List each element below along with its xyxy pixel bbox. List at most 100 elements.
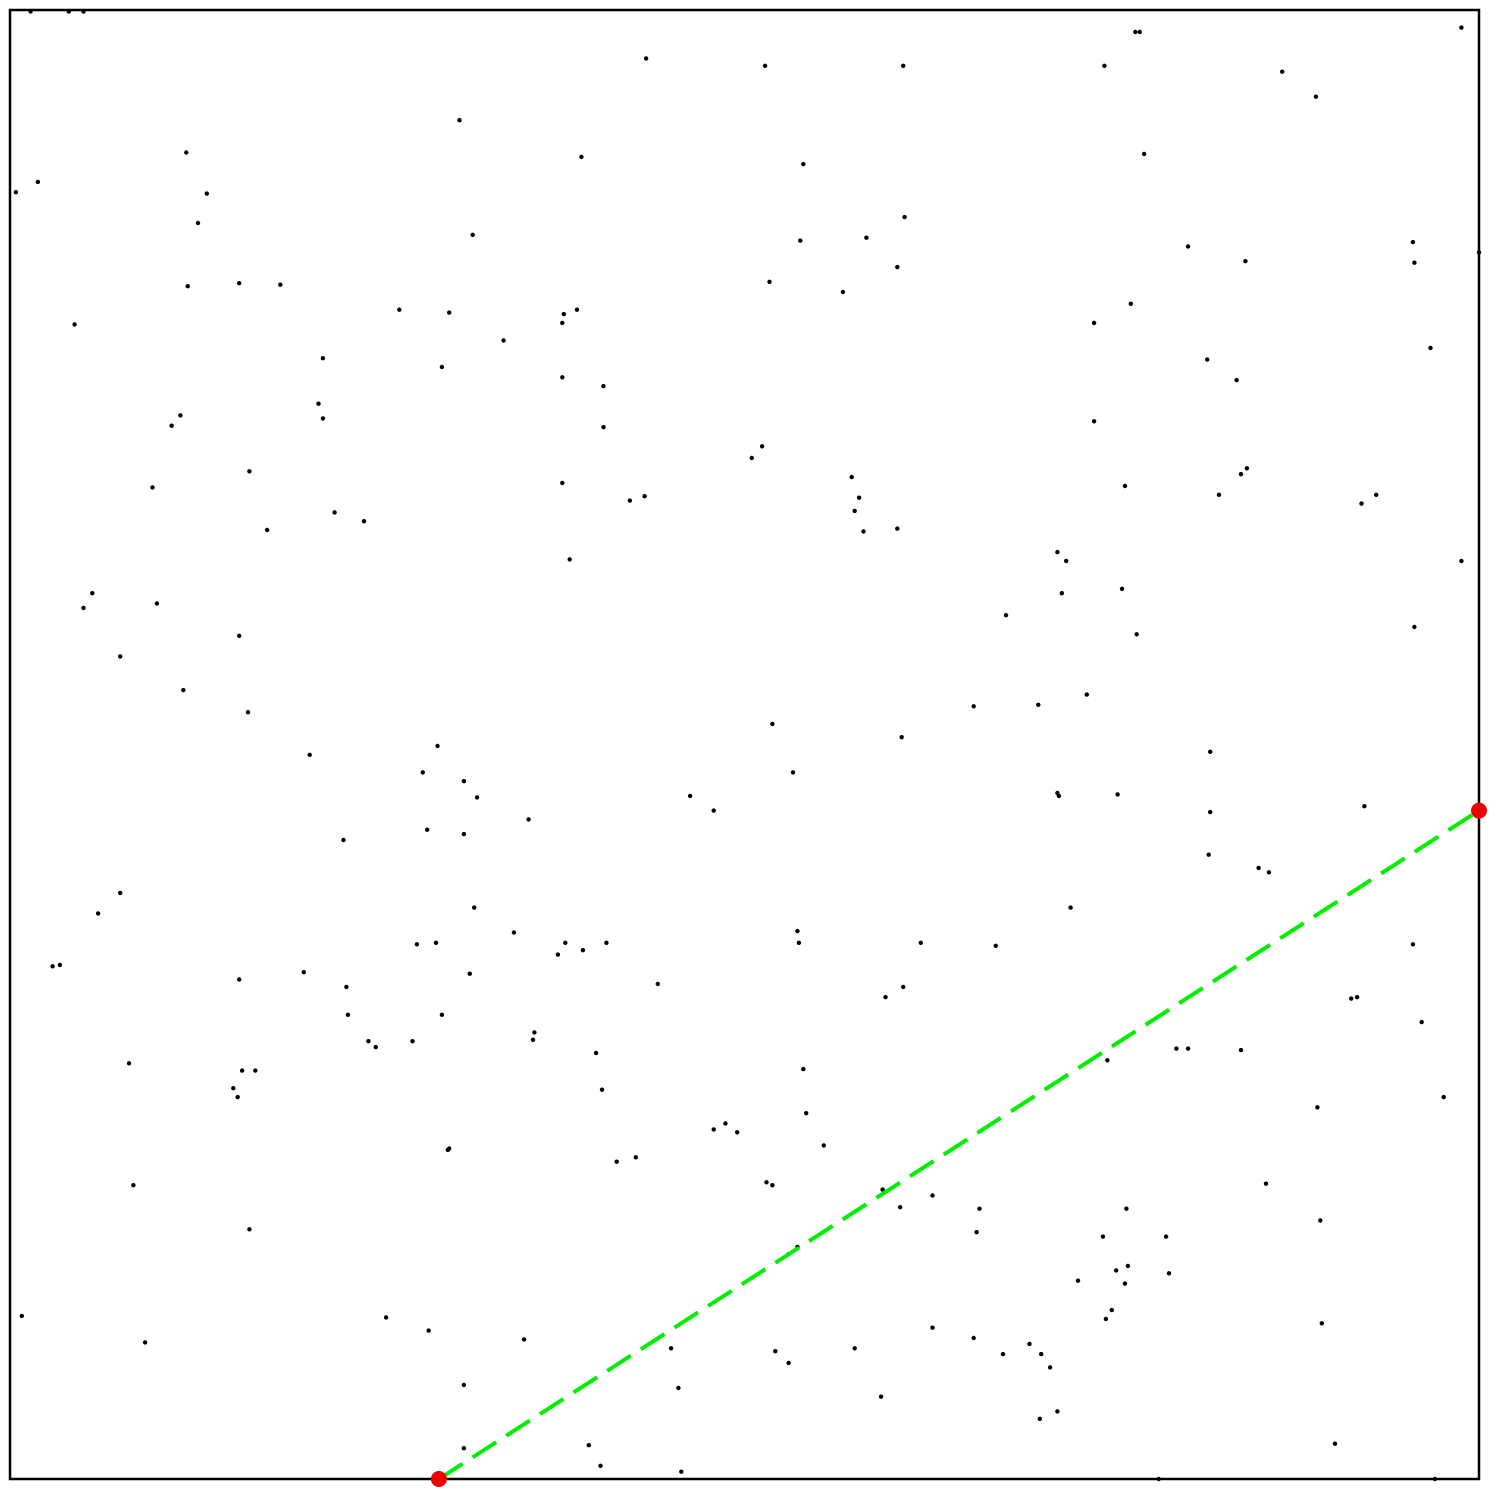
data-point — [560, 480, 565, 486]
data-point — [1428, 345, 1433, 351]
data-points — [13, 9, 1482, 1482]
data-point — [1115, 792, 1120, 797]
data-point — [1419, 1019, 1424, 1025]
data-point — [1119, 586, 1125, 591]
data-point — [1266, 870, 1272, 875]
data-point — [195, 220, 201, 226]
data-point — [425, 827, 430, 832]
data-point — [604, 940, 609, 945]
data-point — [169, 423, 174, 428]
data-point — [899, 735, 904, 740]
data-point — [1206, 852, 1211, 857]
data-point — [521, 1337, 527, 1342]
data-point — [567, 557, 572, 562]
data-point — [1256, 865, 1261, 871]
data-point — [19, 1313, 24, 1319]
data-point — [1059, 591, 1065, 596]
data-point — [687, 793, 693, 799]
data-point — [601, 425, 606, 430]
data-point — [13, 190, 19, 195]
data-point — [723, 1121, 728, 1126]
data-point — [470, 232, 475, 237]
data-point — [580, 948, 586, 953]
data-point — [150, 485, 155, 490]
data-point — [1476, 250, 1482, 255]
data-point — [627, 498, 633, 503]
data-point — [786, 1360, 791, 1366]
data-point — [28, 9, 33, 14]
data-point — [852, 508, 857, 514]
data-point — [301, 970, 306, 975]
data-point — [474, 795, 480, 800]
data-point — [1315, 1105, 1320, 1110]
data-point — [898, 1205, 903, 1210]
data-point — [247, 469, 252, 474]
data-point — [1100, 1234, 1106, 1239]
data-point — [245, 710, 251, 715]
data-point — [397, 307, 402, 312]
data-point — [426, 1328, 431, 1333]
data-point — [1362, 804, 1367, 809]
data-point — [633, 1155, 638, 1160]
data-point — [974, 1230, 979, 1235]
data-point — [345, 1012, 351, 1017]
data-point — [1037, 1416, 1043, 1422]
data-point — [81, 605, 86, 611]
data-point — [316, 401, 321, 406]
data-point — [1003, 613, 1009, 618]
data-point — [1412, 624, 1417, 630]
data-point — [235, 1094, 240, 1100]
data-point — [849, 474, 854, 480]
data-point — [307, 752, 312, 757]
data-point — [883, 995, 888, 1000]
data-point — [467, 971, 472, 976]
data-point — [614, 1159, 619, 1164]
data-point — [1185, 244, 1191, 249]
data-point — [1064, 558, 1069, 564]
data-point — [930, 1325, 935, 1330]
data-point — [1359, 501, 1364, 506]
data-point — [561, 311, 566, 317]
data-point — [278, 282, 283, 287]
data-point — [901, 63, 906, 68]
data-point — [532, 1030, 537, 1035]
data-point — [977, 1206, 982, 1211]
data-point — [895, 264, 900, 270]
data-point — [930, 1193, 935, 1198]
data-point — [461, 1382, 467, 1388]
data-point — [530, 1037, 536, 1043]
data-point — [181, 687, 186, 693]
data-point — [759, 444, 765, 449]
line-endpoints — [430, 802, 1487, 1487]
data-point — [749, 455, 754, 461]
data-point — [579, 154, 584, 160]
data-point — [526, 817, 531, 822]
data-point — [435, 743, 440, 749]
data-point — [767, 279, 772, 284]
data-point — [1055, 790, 1060, 796]
data-point — [1163, 1234, 1169, 1239]
data-point — [601, 383, 606, 389]
data-point — [118, 890, 123, 896]
data-point — [655, 981, 660, 987]
data-point — [821, 1143, 826, 1148]
data-point — [801, 1066, 806, 1072]
data-point — [457, 118, 462, 123]
data-point — [711, 1127, 716, 1132]
data-point — [563, 940, 568, 945]
data-point — [795, 928, 800, 934]
data-point — [878, 1394, 884, 1399]
data-point — [1000, 1351, 1006, 1357]
data-point — [643, 56, 649, 61]
data-point — [902, 214, 907, 220]
data-point — [1263, 1181, 1269, 1186]
data-point — [142, 1340, 148, 1345]
data-point — [50, 964, 55, 969]
data-point — [1216, 492, 1222, 497]
data-point — [373, 1044, 378, 1050]
data-point — [447, 1146, 452, 1151]
data-point — [735, 1130, 740, 1135]
data-point — [1174, 1046, 1179, 1051]
data-point — [1134, 632, 1139, 637]
